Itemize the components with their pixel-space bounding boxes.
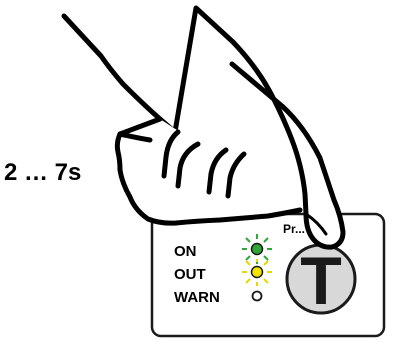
t-button-letter: T xyxy=(300,243,342,319)
duration-label: 2 … 7s xyxy=(4,159,82,186)
out-led-icon xyxy=(242,259,272,286)
indicator-label-on: ON xyxy=(174,243,197,260)
indicator-label-out: OUT xyxy=(174,266,206,283)
pointing-hand-icon xyxy=(61,5,346,250)
warn-led-icon xyxy=(251,290,263,302)
on-led-icon xyxy=(242,234,272,264)
indicator-label-warn: WARN xyxy=(174,289,220,306)
t-button[interactable]: T xyxy=(285,243,357,319)
